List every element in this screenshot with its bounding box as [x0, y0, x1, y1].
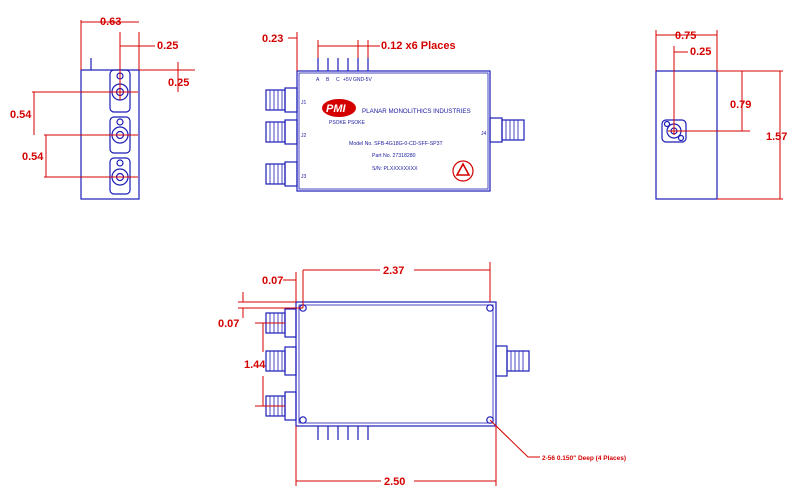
- dim-top-hole-y: 0.07: [218, 318, 239, 330]
- bottom-view: 2.37 0.07 0.07 1.44 2.50 2-56 0.150" Dee…: [218, 262, 626, 488]
- logo-subtext: PSOKE PSOKE: [329, 120, 366, 126]
- dim-top-connector-span: 1.44: [244, 359, 266, 371]
- dim-top-hole-x: 0.07: [262, 275, 283, 287]
- pin-label-c: C: [336, 77, 340, 83]
- dim-front-offset: 0.23: [262, 33, 283, 45]
- front-control-pins: [317, 58, 369, 71]
- bottom-body-outline: [295, 301, 497, 427]
- dim-left-offset: 0.25: [157, 40, 178, 52]
- mounting-hole-callout: 2-56 0.150" Deep (4 Places): [542, 455, 626, 462]
- port-label-j1: J1: [301, 100, 307, 106]
- mounting-hole-tr: [486, 304, 494, 312]
- front-connector-j2: [265, 119, 298, 145]
- right-body-outline: [655, 70, 718, 200]
- front-connector-j1: [265, 87, 298, 113]
- pin-label-gnd: GND: [353, 77, 365, 83]
- logo-text: PMI: [326, 103, 347, 115]
- pin-label-plus5v: +5V: [343, 77, 353, 83]
- mounting-holes: [299, 304, 494, 424]
- dim-left-pitch-2: 0.54: [22, 151, 44, 163]
- bottom-connector-4: [495, 345, 530, 377]
- front-connector-j4: [489, 117, 525, 143]
- left-side-view: 0.63 0.25 0.25 0.54 0.54: [10, 16, 195, 200]
- dim-top-length: 2.50: [384, 476, 405, 488]
- pin-label-minus5v: -5V: [364, 77, 372, 83]
- pmi-logo: PMI PSOKE PSOKE: [322, 99, 366, 126]
- mounting-hole-bl: [299, 416, 307, 424]
- part-number: Part No. 27318280: [372, 153, 416, 159]
- serial-number: S/N: PLXXXXXXXX: [372, 166, 418, 172]
- esd-symbol: [452, 160, 474, 182]
- port-label-j4: J4: [481, 131, 487, 137]
- port-label-j3: J3: [301, 174, 307, 180]
- pin-label-a: A: [316, 77, 320, 83]
- front-body-outline: [296, 70, 491, 192]
- dim-right-height-2: 1.57: [766, 131, 787, 143]
- dim-top-hole-span-x: 2.37: [383, 265, 404, 277]
- dim-right-offset: 0.25: [690, 46, 711, 58]
- bottom-control-pins: [317, 426, 369, 440]
- front-connector-j3: [265, 161, 298, 187]
- right-side-view: 0.75 0.25 0.79 1.57: [655, 30, 787, 200]
- front-view: A B C +5V GND -5V J1 J2 J3 J4: [262, 32, 525, 192]
- left-connector-3: [109, 157, 131, 195]
- port-label-j2: J2: [301, 133, 307, 139]
- mounting-hole-br: [486, 416, 494, 424]
- pin-label-b: B: [326, 77, 330, 83]
- dim-left-top: 0.25: [168, 77, 189, 89]
- dim-left-width: 0.63: [100, 16, 121, 28]
- dim-front-pins: 0.12 x6 Places: [381, 40, 456, 52]
- dim-right-height-1: 0.79: [730, 99, 751, 111]
- company-name: PLANAR MONOLITHICS INDUSTRIES: [362, 108, 471, 115]
- bottom-connector-2: [265, 346, 297, 376]
- dim-right-width: 0.75: [675, 30, 696, 42]
- dim-left-pitch-1: 0.54: [10, 109, 32, 121]
- model-number: Model No. SFB-4G18G-0-CD-SFF-SP3T: [349, 141, 444, 147]
